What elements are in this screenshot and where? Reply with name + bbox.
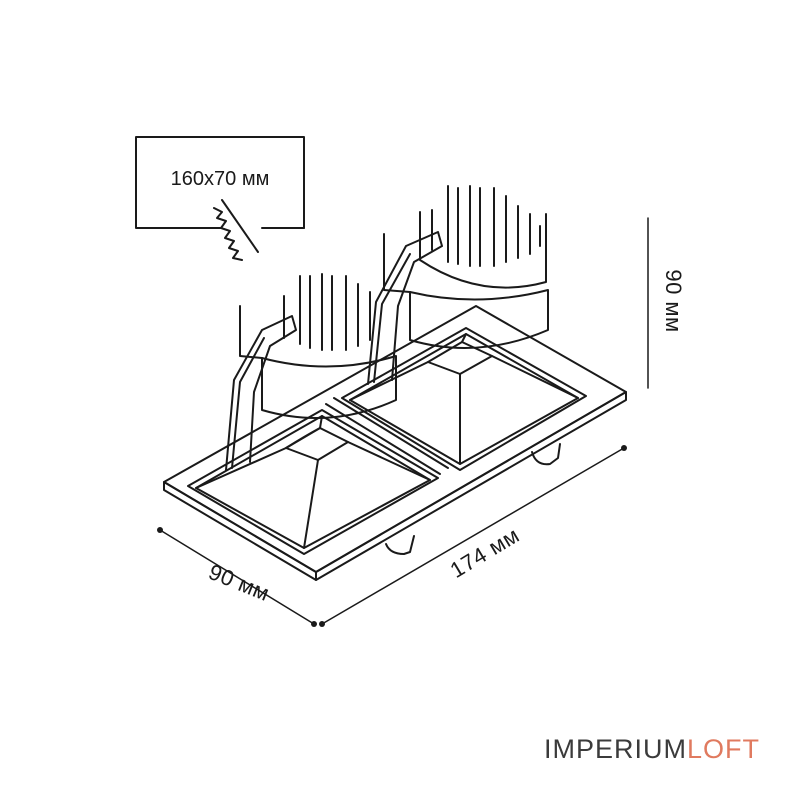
- dimension-lines: [159, 217, 649, 625]
- heatsink-left: [239, 273, 397, 419]
- frame-tabs: [385, 443, 561, 555]
- cell-left: [187, 409, 439, 555]
- spring-clips: [225, 231, 443, 471]
- height-dimension-label: 90 мм: [661, 269, 686, 333]
- mounting-frame: [163, 305, 627, 581]
- cutout-callout: [135, 136, 305, 261]
- cell-right: [341, 327, 587, 471]
- heatsink-right: [383, 185, 549, 349]
- brand-logo-part1: IMPERIUM: [543, 734, 687, 764]
- brand-logo: IMPERIUMLOFT: [544, 734, 760, 765]
- dimension-dots: [157, 445, 627, 627]
- cutout-size-label: 160x70 мм: [170, 168, 270, 190]
- saw-icon: [213, 207, 243, 261]
- brand-logo-part2: LOFT: [686, 734, 760, 764]
